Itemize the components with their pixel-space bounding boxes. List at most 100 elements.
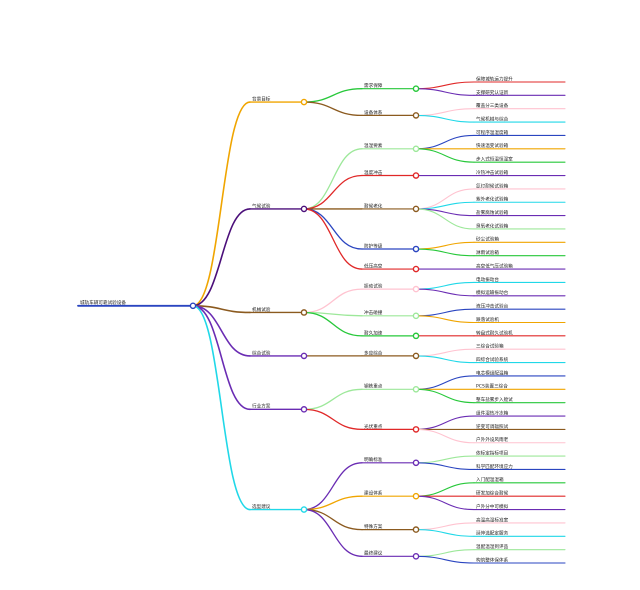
edge-sub-5-3-leaf-0 — [415, 549, 475, 557]
sub-node-4-0-label: 钢铁重点 — [364, 383, 383, 390]
sub-node-1-1-label: 温度冲击 — [364, 169, 383, 176]
edge-branch-4-sub-1 — [303, 408, 363, 431]
leaf-node-1-0-0-label: 可程序温湿度箱 — [476, 129, 509, 136]
edge-branch-2-sub-0 — [303, 288, 363, 314]
leaf-node-0-1-1-label: 气候机械与综合 — [476, 115, 509, 122]
edge-sub-3-0-leaf-1 — [415, 355, 475, 364]
leaf-node-5-1-2-label: 户外分中可模拟 — [476, 503, 509, 510]
sub-node-5-1-label: 建设体系 — [364, 490, 383, 497]
leaf-node-1-2-0-label: 氙灯耐候试验箱 — [476, 182, 509, 189]
edge-sub-4-1-leaf-2 — [415, 428, 475, 444]
sub-node-1-3-junction[interactable] — [412, 245, 420, 253]
sub-node-4-1-junction[interactable] — [412, 426, 420, 433]
branch-node-2-junction[interactable] — [300, 309, 308, 316]
leaf-node-2-1-1-label: 跌落试验机 — [476, 316, 499, 323]
edge-sub-5-0-leaf-0 — [415, 455, 475, 464]
edge-sub-0-0-leaf-1 — [415, 88, 475, 96]
leaf-node-5-3-0-label: 温配温湿到评品 — [476, 543, 509, 550]
edge-sub-5-2-leaf-1 — [415, 529, 475, 537]
sub-node-5-3-junction[interactable] — [412, 553, 420, 560]
sub-node-4-1-label: 光伏重点 — [364, 423, 383, 430]
sub-node-2-0-junction[interactable] — [412, 285, 420, 293]
branch-node-4-label: 行业方案 — [252, 403, 271, 410]
branch-node-0-junction[interactable] — [300, 98, 308, 106]
sub-node-2-2-label: 耐久加速 — [364, 329, 383, 336]
edge-root-branch-5 — [192, 304, 251, 511]
leaf-node-1-0-1-label: 快速温变试验箱 — [476, 142, 509, 149]
leaf-node-1-4-0-label: 高空低气压试验箱 — [476, 262, 513, 269]
sub-node-4-0-junction[interactable] — [412, 386, 420, 393]
edge-sub-1-2-leaf-3 — [415, 208, 475, 230]
sub-node-2-2-junction[interactable] — [412, 332, 420, 340]
branch-node-5-junction[interactable] — [300, 506, 308, 513]
edge-sub-0-0-leaf-0 — [415, 81, 475, 90]
leaf-node-1-2-2-label: 盐雾腐蚀试验箱 — [476, 209, 509, 216]
edge-sub-0-1-leaf-0 — [415, 108, 475, 116]
edge-sub-1-0-leaf-2 — [415, 148, 475, 163]
branch-node-4-junction[interactable] — [300, 406, 308, 413]
leaf-node-5-2-1-label: 延伸选配定服务 — [476, 530, 509, 537]
sub-node-1-1-junction[interactable] — [412, 172, 420, 179]
sub-node-2-1-junction[interactable] — [412, 312, 420, 320]
sub-node-5-0-label: 明确标准 — [364, 456, 383, 463]
leaf-node-4-0-0-label: 电芯模组配温箱 — [476, 369, 509, 376]
sub-node-1-0-label: 温湿要素 — [364, 142, 383, 149]
leaf-node-4-1-1-label: 逆变可调辐照试 — [476, 423, 509, 430]
sub-node-0-1-junction[interactable] — [412, 112, 420, 119]
leaf-node-3-0-0-label: 三综合试验箱 — [476, 343, 504, 350]
leaf-node-4-0-2-label: 整车盐雾步入舱试 — [476, 396, 513, 403]
edge-sub-1-3-leaf-1 — [415, 248, 475, 257]
sub-node-5-2-label: 特殊方案 — [364, 523, 383, 530]
branch-node-0-label: 背景目标 — [252, 95, 271, 102]
edge-sub-2-1-leaf-1 — [415, 315, 475, 324]
branch-node-1-junction[interactable] — [300, 205, 308, 213]
sub-node-1-4-label: 低压高空 — [364, 262, 383, 269]
branch-node-3-label: 综合试验 — [252, 349, 271, 356]
sub-node-5-1-junction[interactable] — [412, 492, 420, 500]
leaf-node-5-0-1-label: 科学匹配环境应力 — [476, 463, 513, 470]
leaf-node-1-3-0-label: 砂尘试验箱 — [476, 236, 499, 243]
leaf-node-2-0-1-label: 模拟运输振动台 — [476, 289, 509, 296]
sub-node-1-0-junction[interactable] — [412, 145, 420, 153]
edge-branch-0-sub-0 — [303, 88, 363, 103]
sub-node-2-1-label: 冲击碰撞 — [364, 309, 383, 316]
sub-node-3-0-junction[interactable] — [412, 352, 420, 360]
edge-sub-5-1-leaf-0 — [415, 482, 475, 497]
leaf-node-2-1-0-label: 液压冲击试验台 — [476, 303, 509, 310]
leaf-node-4-1-2-label: 户外外设风雨老 — [476, 436, 509, 443]
leaf-node-5-0-0-label: 依标定指标项目 — [476, 450, 508, 457]
leaf-node-4-1-0-label: 组件湿热冷冻箱 — [476, 409, 509, 416]
edge-sub-3-0-leaf-0 — [415, 348, 475, 357]
sub-node-5-0-junction[interactable] — [412, 459, 420, 467]
leaf-node-1-3-1-label: 淋雨试验箱 — [476, 249, 499, 256]
sub-node-1-4-junction[interactable] — [412, 265, 420, 273]
leaf-node-5-1-0-label: 入门配温湿箱 — [476, 476, 504, 483]
branch-node-3-junction[interactable] — [300, 352, 308, 360]
sub-node-0-0-junction[interactable] — [412, 85, 420, 92]
sub-node-5-2-junction[interactable] — [412, 526, 420, 533]
edge-branch-5-sub-3 — [303, 508, 363, 557]
edge-sub-5-1-leaf-2 — [415, 495, 475, 511]
edge-branch-2-sub-2 — [303, 311, 363, 337]
leaf-node-0-0-1-label: 支撑研究认证新 — [476, 89, 509, 96]
leaf-node-3-0-1-label: 四综合试验系统 — [476, 356, 509, 363]
mindmap-edges — [77, 81, 566, 564]
edge-sub-4-0-leaf-2 — [415, 388, 475, 404]
sub-node-1-2-junction[interactable] — [412, 205, 420, 213]
leaf-node-1-0-2-label: 步入式恒温恒湿室 — [476, 156, 513, 163]
branch-node-1-label: 气候试验 — [252, 202, 271, 209]
edge-branch-4-sub-0 — [303, 388, 363, 410]
edge-branch-5-sub-2 — [303, 508, 363, 531]
edge-root-branch-4 — [192, 304, 251, 411]
sub-node-1-3-label: 防护等级 — [364, 242, 383, 249]
edge-branch-5-sub-0 — [303, 462, 363, 511]
edge-branch-1-sub-3 — [303, 208, 363, 250]
edge-sub-0-1-leaf-1 — [415, 114, 475, 123]
edge-root-branch-0 — [192, 101, 251, 307]
leaf-node-1-2-1-label: 紫外老化试验箱 — [476, 196, 509, 203]
leaf-node-1-2-3-label: 臭氧老化试验箱 — [476, 222, 509, 229]
root-node-junction[interactable] — [189, 302, 197, 310]
edge-branch-1-sub-4 — [303, 208, 363, 270]
leaf-node-1-1-0-label: 冷热冲击试验箱 — [476, 169, 509, 176]
